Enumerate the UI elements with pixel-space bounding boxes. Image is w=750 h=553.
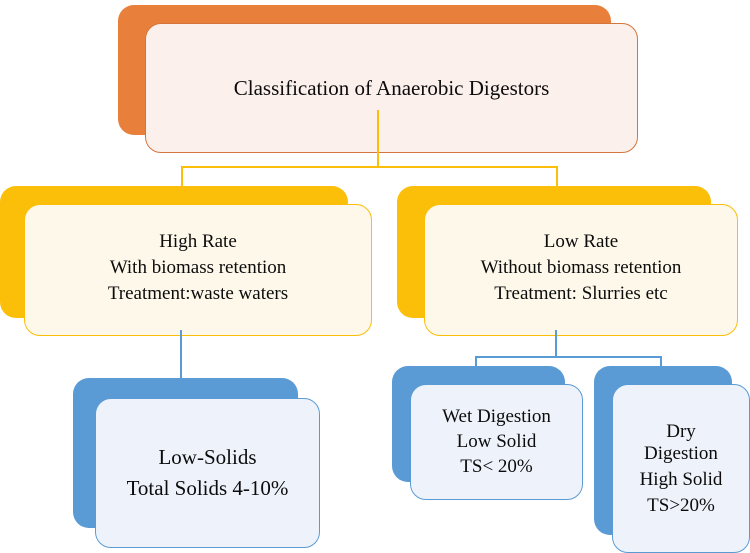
node-text-line: Digestion <box>644 442 718 464</box>
connector-to-dry-digestion <box>660 356 662 370</box>
node-text-line: Wet Digestion <box>442 406 551 427</box>
node-low-solids[interactable]: Low-Solids Total Solids 4-10% <box>73 378 320 548</box>
node-text-line: Low-Solids <box>158 445 257 469</box>
node-face: Low Rate Without biomass retention Treat… <box>424 204 738 336</box>
node-text-line: Classification of Anaerobic Digestors <box>233 75 550 100</box>
node-dry-digestion[interactable]: Dry Digestion High Solid TS>20% <box>594 366 750 553</box>
node-text-line: Without biomass retention <box>480 257 682 278</box>
node-text-line: Dry <box>666 420 696 442</box>
node-text-line: Low Solid <box>456 431 537 452</box>
connector-to-low-rate <box>556 166 558 188</box>
node-high-rate[interactable]: High Rate With biomass retention Treatme… <box>0 186 372 336</box>
node-face: Low-Solids Total Solids 4-10% <box>95 398 320 548</box>
node-face: Wet Digestion Low Solid TS< 20% <box>410 384 583 500</box>
node-face: Classification of Anaerobic Digestors <box>145 23 638 153</box>
connector-to-high-rate <box>181 166 183 188</box>
connector-to-wet-digestion <box>475 356 477 370</box>
node-text-line: Low Rate <box>543 231 619 252</box>
node-classification-of-anaerobic-digestors[interactable]: Classification of Anaerobic Digestors <box>118 5 638 153</box>
node-face: High Rate With biomass retention Treatme… <box>24 204 372 336</box>
node-text-line: High Rate <box>159 231 237 252</box>
node-wet-digestion[interactable]: Wet Digestion Low Solid TS< 20% <box>392 366 583 500</box>
connector-high-rate-to-low-solids <box>180 330 182 382</box>
connector-root-bar <box>181 166 558 168</box>
node-text-line: TS< 20% <box>460 456 533 477</box>
node-text-line: TS>20% <box>647 494 715 516</box>
node-text-line: High Solid <box>639 468 723 490</box>
connector-low-rate-bar <box>475 356 662 358</box>
node-text-line: With biomass retention <box>109 257 287 278</box>
node-text-line: Treatment: Slurries etc <box>494 283 668 304</box>
node-text-line: Treatment:waste waters <box>107 283 289 304</box>
connector-low-rate-stem <box>555 330 557 357</box>
node-text-line: Total Solids 4-10% <box>126 476 289 500</box>
connector-root-stem <box>377 110 379 167</box>
node-low-rate[interactable]: Low Rate Without biomass retention Treat… <box>397 186 738 336</box>
node-face: Dry Digestion High Solid TS>20% <box>612 384 750 553</box>
